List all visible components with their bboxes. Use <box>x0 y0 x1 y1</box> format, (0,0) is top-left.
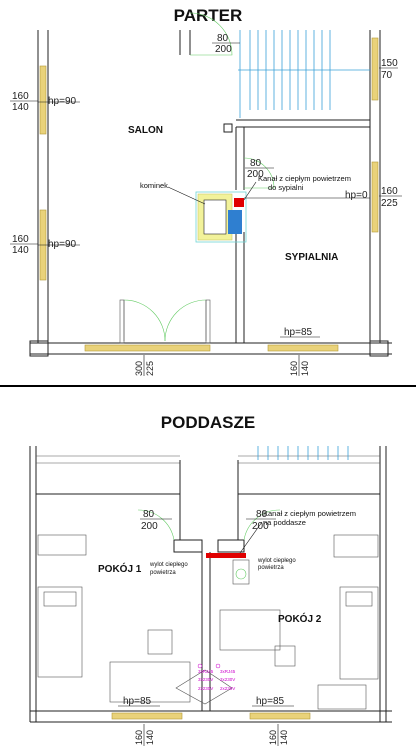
room-pokoj2: POKÓJ 2 <box>278 612 322 625</box>
svg-text:80: 80 <box>217 33 229 44</box>
attic-duct-red <box>206 553 246 558</box>
svg-text:300: 300 <box>134 361 144 376</box>
svg-text:200: 200 <box>215 44 232 55</box>
ground-stairs <box>238 30 370 118</box>
attic-window-right <box>249 712 311 720</box>
svg-text:140: 140 <box>145 730 155 745</box>
svg-text:3x230V: 3x230V <box>198 677 213 682</box>
svg-text:225: 225 <box>145 361 155 376</box>
svg-text:2x230V: 2x230V <box>220 686 235 691</box>
ground-dimensions: 80 200 150 70 160 140 hp=90 160 140 hp=9… <box>10 33 402 376</box>
room-sypialnia: SYPIALNIA <box>285 252 338 263</box>
ground-window-bottom-1 <box>84 344 211 352</box>
svg-text:hp=0: hp=0 <box>345 190 368 201</box>
svg-text:3xRJ45: 3xRJ45 <box>198 669 214 674</box>
attic-furniture-right <box>219 534 379 710</box>
ground-window-bottom-2 <box>267 344 339 352</box>
attic-duct-label-1: Kanał z ciepłym powietrzem <box>263 509 356 518</box>
ground-floor-title: PARTER <box>174 6 243 25</box>
svg-text:200: 200 <box>252 521 269 532</box>
attic-door-left <box>137 509 175 541</box>
attic-walls <box>29 446 392 723</box>
ground-door-bedroom <box>243 157 275 189</box>
svg-text:hp=85: hp=85 <box>256 696 285 707</box>
ground-patio-doors <box>119 299 211 344</box>
attic-outlet-right-1: wylot ciepłego <box>257 558 296 564</box>
kominek-leader <box>167 186 206 205</box>
svg-text:80: 80 <box>256 509 268 520</box>
attic-sockets: 3xRJ45 3x230V 3xRJ45 3x230V 2x230V 2x230… <box>175 663 236 705</box>
svg-text:hp=90: hp=90 <box>48 239 77 250</box>
attic-outlet-right-2: powietrza <box>258 565 284 571</box>
svg-text:200: 200 <box>141 521 158 532</box>
attic-duct-leader <box>239 521 263 554</box>
svg-text:225: 225 <box>381 198 398 209</box>
svg-text:hp=85: hp=85 <box>123 696 152 707</box>
svg-text:160: 160 <box>289 361 299 376</box>
attic-dimensions: 80 200 80 200 hp=85 hp=85 160 140 160 14… <box>118 509 294 746</box>
svg-text:2x230V: 2x230V <box>198 686 213 691</box>
svg-text:140: 140 <box>300 361 310 376</box>
attic-floor-plan: 3xRJ45 3x230V 3xRJ45 3x230V 2x230V 2x230… <box>29 446 392 746</box>
ground-walls <box>29 30 392 357</box>
svg-text:3x230V: 3x230V <box>220 677 235 682</box>
fireplace <box>195 191 247 243</box>
attic-door-right <box>243 509 281 541</box>
ground-duct-label-2: do sypialni <box>268 183 304 192</box>
attic-furniture-left <box>37 534 191 703</box>
ground-window-right-1 <box>371 37 379 101</box>
ground-duct-red <box>234 198 244 207</box>
svg-text:140: 140 <box>279 730 289 745</box>
ground-duct-leader <box>243 181 257 201</box>
attic-stairs <box>257 446 349 460</box>
svg-text:160: 160 <box>381 186 398 197</box>
svg-text:160: 160 <box>12 91 29 102</box>
svg-text:160: 160 <box>12 234 29 245</box>
svg-text:80: 80 <box>143 509 155 520</box>
room-pokoj1: POKÓJ 1 <box>98 562 142 575</box>
ground-duct-label-1: Kanał z ciepłym powietrzem <box>258 174 351 183</box>
room-salon: SALON <box>128 125 163 136</box>
svg-text:140: 140 <box>12 102 29 113</box>
svg-text:80: 80 <box>250 158 262 169</box>
attic-outlet-left-2: powietrza <box>150 570 176 576</box>
svg-text:hp=85: hp=85 <box>284 327 313 338</box>
svg-text:hp=90: hp=90 <box>48 96 77 107</box>
svg-text:150: 150 <box>381 58 398 69</box>
svg-text:140: 140 <box>12 245 29 256</box>
attic-window-left <box>111 712 183 720</box>
ground-window-left-1 <box>39 65 47 135</box>
attic-duct-label-2: na poddasze <box>263 518 306 527</box>
attic-outlet-left-1: wylot ciepłego <box>149 562 188 568</box>
svg-text:3xRJ45: 3xRJ45 <box>220 669 236 674</box>
ground-window-right-2 <box>371 161 379 233</box>
ground-door-top <box>189 12 233 56</box>
svg-text:70: 70 <box>381 70 393 81</box>
chimney-block <box>228 210 242 234</box>
svg-text:160: 160 <box>134 730 144 745</box>
attic-title: PODDASZE <box>161 413 255 432</box>
svg-text:160: 160 <box>268 730 278 745</box>
ground-floor-plan: kominek Kanał z ciepłym powietrzem do sy… <box>10 12 402 376</box>
kominek-label: kominek <box>140 181 168 190</box>
svg-text:200: 200 <box>247 169 264 180</box>
